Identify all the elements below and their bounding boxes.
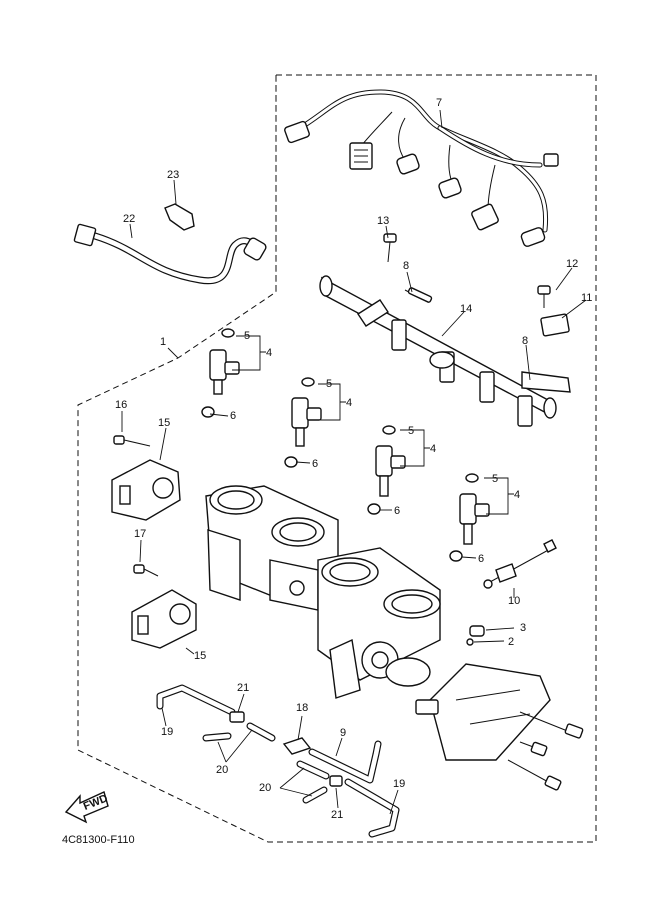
callout-2: 2 bbox=[508, 636, 514, 648]
joint-21-lower bbox=[329, 775, 343, 787]
callout-10: 10 bbox=[508, 595, 520, 607]
callout-19b: 19 bbox=[393, 778, 405, 790]
injector-a bbox=[201, 328, 240, 418]
bolt-13 bbox=[383, 233, 397, 263]
callout-6a: 6 bbox=[230, 410, 236, 422]
fwd-arrow-icon: FWD bbox=[64, 791, 110, 824]
clip-23 bbox=[164, 203, 195, 231]
assembly-boundary bbox=[77, 74, 597, 843]
callout-5c: 5 bbox=[408, 425, 414, 437]
bolt-short bbox=[519, 741, 548, 757]
callout-18: 18 bbox=[296, 702, 308, 714]
callout-14: 14 bbox=[460, 303, 472, 315]
drawing-code: 4C81300-F110 bbox=[62, 834, 135, 846]
callout-4b: 4 bbox=[346, 397, 352, 409]
cover-plate bbox=[415, 663, 551, 761]
callout-3: 3 bbox=[520, 622, 526, 634]
callout-9: 9 bbox=[340, 727, 346, 739]
callout-11: 11 bbox=[581, 292, 592, 304]
callout-13: 13 bbox=[377, 215, 389, 227]
hose-20-left bbox=[202, 722, 276, 742]
hose-20-right bbox=[296, 760, 330, 804]
part-2 bbox=[466, 638, 474, 646]
callout-12: 12 bbox=[566, 258, 578, 270]
callout-15a: 15 bbox=[158, 417, 170, 429]
callout-labels: 1 2 3 4 4 4 4 5 5 5 5 6 6 6 6 7 8 8 9 10… bbox=[115, 97, 592, 821]
idle-screw-10 bbox=[483, 539, 557, 589]
callout-21b: 21 bbox=[331, 809, 343, 821]
throttle-sensor-upper bbox=[111, 459, 181, 521]
joint-21-upper bbox=[229, 711, 245, 723]
callout-5a: 5 bbox=[244, 330, 250, 342]
throttle-body bbox=[205, 485, 441, 699]
callout-21a: 21 bbox=[237, 682, 249, 694]
injector-b bbox=[284, 377, 322, 468]
screw-17 bbox=[133, 564, 159, 577]
callout-7: 7 bbox=[436, 97, 442, 109]
fuel-rail bbox=[319, 275, 571, 427]
hose-19-right bbox=[344, 778, 400, 838]
callout-19a: 19 bbox=[161, 726, 173, 738]
hose-9 bbox=[308, 740, 382, 784]
part-3 bbox=[469, 625, 485, 637]
callout-4a: 4 bbox=[266, 347, 272, 359]
callout-22: 22 bbox=[123, 213, 135, 225]
vacuum-hose-22 bbox=[73, 223, 267, 285]
callout-8b: 8 bbox=[522, 335, 528, 347]
callout-8a: 8 bbox=[403, 260, 409, 272]
callout-16: 16 bbox=[115, 399, 127, 411]
callout-4d: 4 bbox=[514, 489, 520, 501]
hose-19-left bbox=[156, 684, 236, 716]
injector-d bbox=[449, 473, 490, 562]
wire-harness bbox=[284, 89, 559, 247]
callout-5d: 5 bbox=[492, 473, 498, 485]
bolt-long-a bbox=[519, 711, 584, 739]
callout-4c: 4 bbox=[430, 443, 436, 455]
callout-6c: 6 bbox=[394, 505, 400, 517]
throttle-sensor-lower bbox=[131, 589, 197, 649]
callout-6d: 6 bbox=[478, 553, 484, 565]
callout-5b: 5 bbox=[326, 378, 332, 390]
callout-1: 1 bbox=[160, 336, 166, 348]
clamp-18 bbox=[282, 737, 312, 755]
screw-16 bbox=[113, 435, 151, 447]
callout-15b: 15 bbox=[194, 650, 206, 662]
callout-17: 17 bbox=[134, 528, 146, 540]
bolt-12 bbox=[537, 285, 551, 308]
injector-c bbox=[367, 425, 406, 515]
bolt-long-b bbox=[507, 759, 562, 791]
callout-23: 23 bbox=[167, 169, 179, 181]
callout-20a: 20 bbox=[216, 764, 228, 776]
callout-6b: 6 bbox=[312, 458, 318, 470]
leader-lines bbox=[121, 109, 587, 815]
callout-20b: 20 bbox=[259, 782, 271, 794]
